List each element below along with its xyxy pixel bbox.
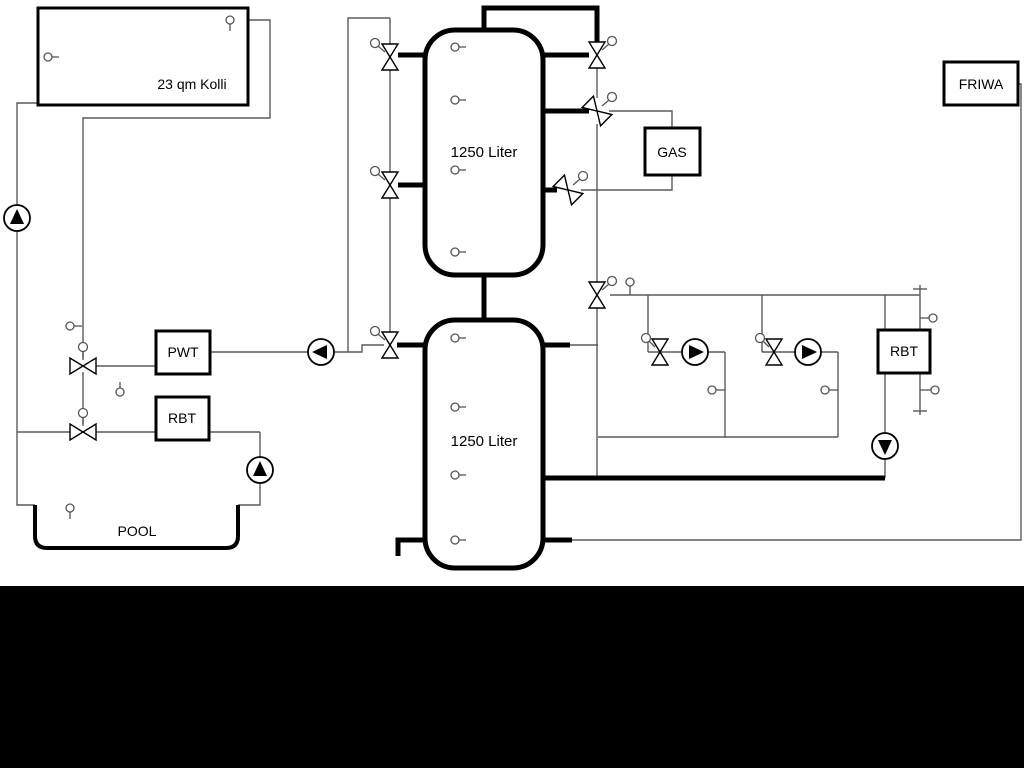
schematic-canvas: 1250 Liter 1250 Liter 23 qm Kolli PWT RB… — [3, 5, 1022, 571]
hydraulic-schematic: 1250 Liter 1250 Liter 23 qm Kolli PWT RB… — [0, 0, 1024, 586]
valve-pool-pwt — [69, 341, 97, 376]
gas-label: GAS — [657, 144, 687, 160]
sensor-heating2-return — [820, 385, 838, 395]
sensor-rbt-bottom — [920, 385, 940, 395]
sensor-pwt-return — [115, 382, 125, 397]
buffer-tank-top: 1250 Liter — [422, 27, 546, 278]
sensor-heating1-return — [707, 385, 725, 395]
rbt-right-label: RBT — [890, 343, 918, 359]
sensor-tank-bottom-4 — [450, 535, 466, 545]
gas-boiler-box: GAS — [643, 126, 702, 177]
piping-thick — [395, 5, 885, 556]
rbt-right-box: RBT — [876, 328, 932, 375]
collector-label: 23 qm Kolli — [157, 76, 226, 92]
sensor-rbt-top — [920, 313, 938, 323]
valve-gas-return — [551, 170, 589, 207]
valve-solar-top — [369, 37, 400, 71]
solar-collector-box: 23 qm Kolli — [36, 6, 250, 107]
sensor-tank-bottom-2 — [450, 402, 466, 412]
pump-heating1 — [681, 338, 709, 366]
sensor-tank-bottom-1 — [450, 333, 466, 343]
pump-rbt — [871, 432, 899, 460]
pump-heating2 — [794, 338, 822, 366]
valve-heating2 — [754, 332, 784, 366]
buffer-tank-bottom: 1250 Liter — [422, 317, 546, 571]
sensor-tank-bottom-3 — [450, 470, 466, 480]
sensor-collector-left — [43, 52, 59, 62]
pump-solar — [3, 204, 31, 232]
pool-label: POOL — [118, 523, 157, 539]
sensor-pwt-supply — [65, 321, 82, 331]
tank-top-label: 1250 Liter — [451, 144, 518, 161]
sensor-tank-top-2 — [450, 95, 466, 105]
sensor-tank-top-4 — [450, 247, 466, 257]
valve-heating-header — [587, 275, 618, 309]
valve-return-bottom — [369, 325, 400, 359]
valve-heating1 — [640, 332, 670, 366]
sensor-tank-top-1 — [450, 42, 466, 52]
pwt-box: PWT — [154, 329, 212, 376]
piping-thin — [16, 17, 1022, 541]
pool-basin: POOL — [33, 505, 240, 550]
friwa-box: FRIWA — [942, 60, 1020, 107]
valve-pool-rbt — [69, 407, 97, 442]
rbt-left-box: RBT — [154, 395, 211, 442]
sensor-pool — [65, 503, 75, 519]
pwt-label: PWT — [167, 344, 199, 360]
sensor-heating-flow — [625, 277, 635, 295]
pump-pwt — [307, 338, 335, 366]
sensor-tank-top-3 — [450, 165, 466, 175]
sensor-collector-top — [225, 15, 235, 31]
valve-tank-top-right — [587, 35, 618, 69]
tank-bottom-label: 1250 Liter — [451, 433, 518, 450]
valve-solar-mid — [369, 165, 400, 199]
rbt-left-label: RBT — [168, 410, 196, 426]
pump-pool — [246, 456, 274, 484]
friwa-label: FRIWA — [959, 76, 1004, 92]
valve-gas-supply — [580, 91, 618, 128]
